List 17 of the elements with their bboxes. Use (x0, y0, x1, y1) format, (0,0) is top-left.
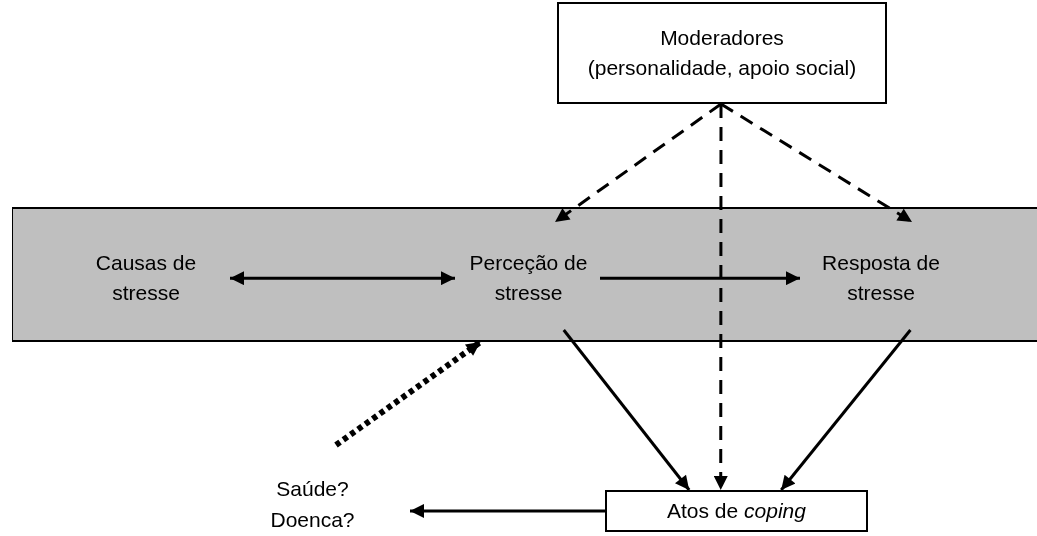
band (12, 207, 1037, 342)
node-label: Moderadores (660, 24, 784, 51)
arrow (713, 104, 728, 490)
moderator-box (557, 2, 887, 104)
arrow (554, 102, 722, 224)
arrow (230, 271, 455, 286)
node-label: Atos de coping (667, 497, 806, 524)
arrow (720, 102, 913, 224)
arrow (600, 271, 800, 286)
node-label: Resposta de stresse (821, 249, 941, 306)
node-subtitle: (personalidade, apoio social) (587, 55, 857, 81)
node-label: Causas de stresse (94, 249, 198, 306)
process-box (605, 490, 868, 532)
node-label: Doenca? (270, 506, 355, 533)
arrow (410, 503, 605, 518)
node-label: Saúde? (276, 476, 349, 503)
node-label: Perceção de stresse (468, 249, 589, 306)
